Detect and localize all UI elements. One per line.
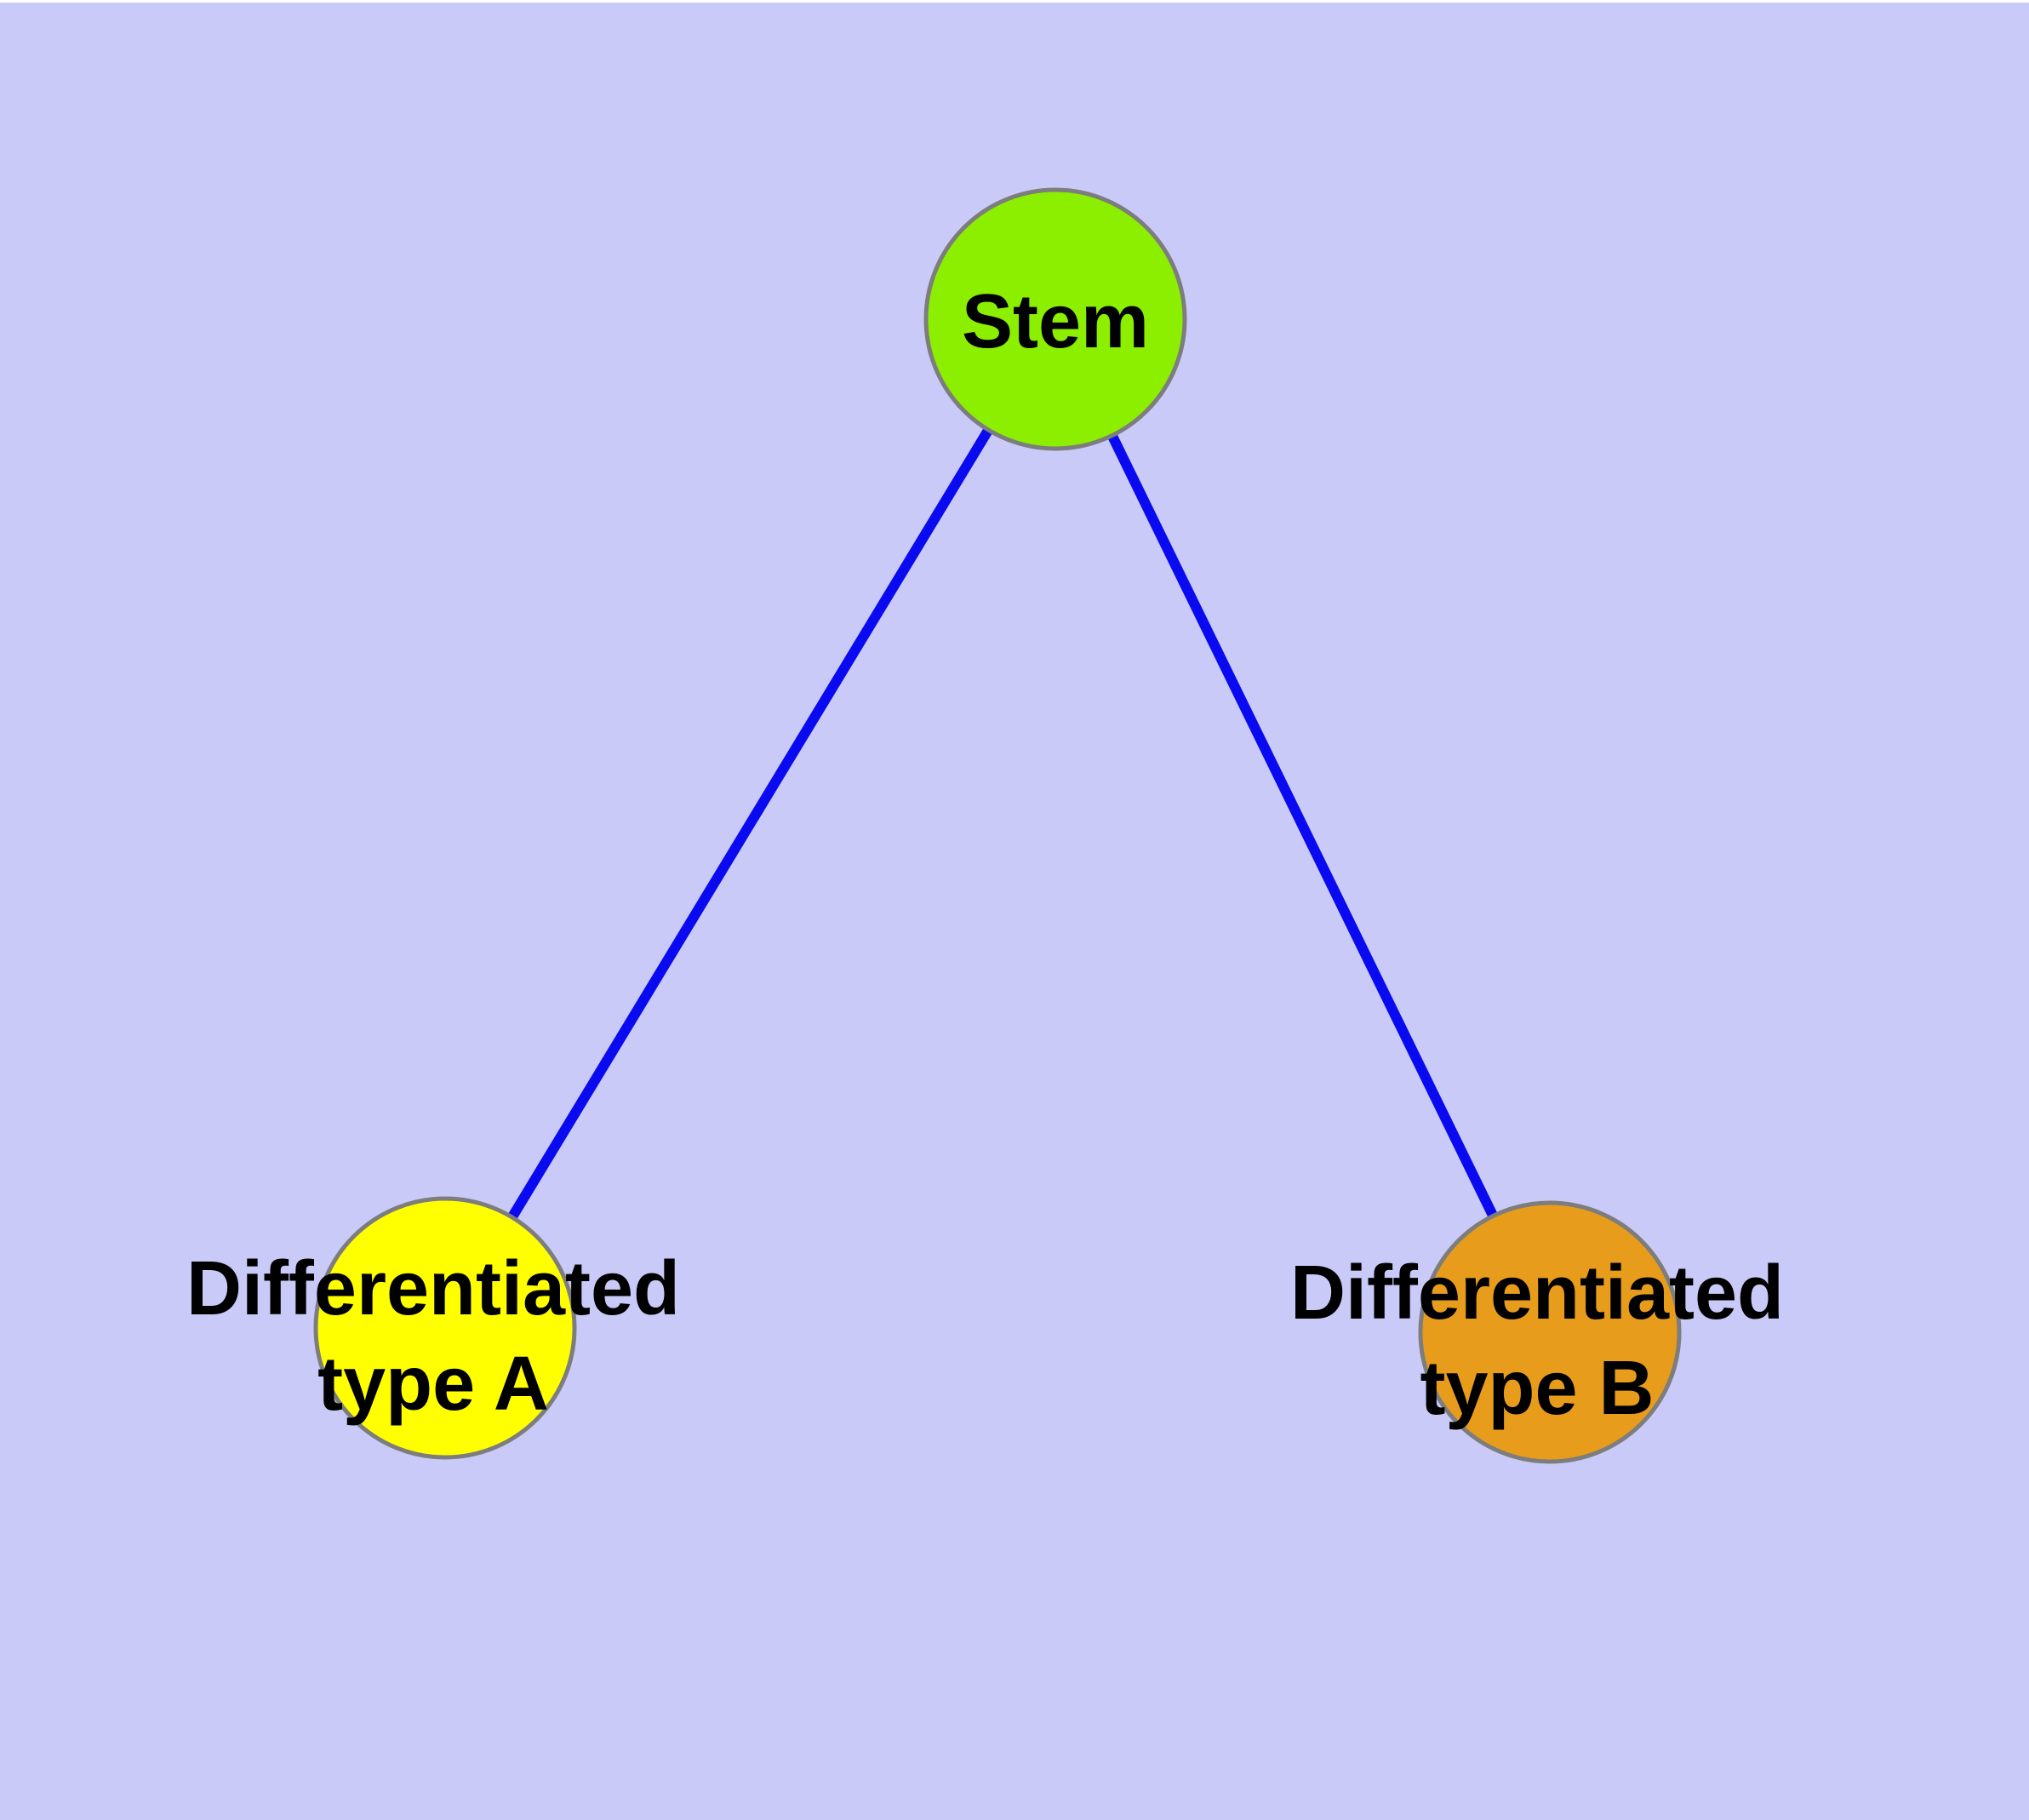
node-differentiated-type-a (313, 1196, 577, 1460)
edge-layer (440, 316, 1555, 1335)
node-stem-label: Stem (962, 279, 1149, 364)
node-type-a-label-line-2: type A (317, 1342, 549, 1427)
node-layer (313, 187, 1682, 1464)
node-type-a-label-line-1: Differentiated (186, 1246, 680, 1331)
node-type-b-label-line-1: Differentiated (1290, 1251, 1784, 1336)
edge-stem-to-type-b (1050, 317, 1555, 1335)
node-stem (923, 187, 1187, 451)
edge-stem-to-type-a (440, 316, 1060, 1331)
node-differentiated-type-b (1418, 1200, 1682, 1464)
label-layer: Stem Differentiated type A Differentiate… (186, 279, 1784, 1431)
node-type-b-label-line-2: type B (1420, 1346, 1654, 1431)
